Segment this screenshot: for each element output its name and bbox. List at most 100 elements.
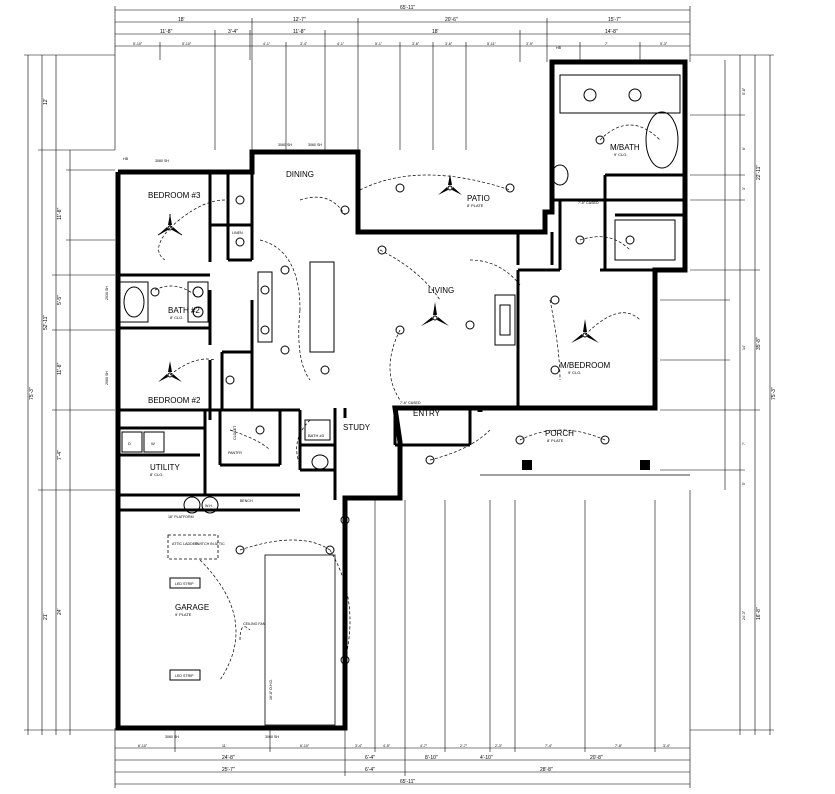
fireplace <box>494 294 516 346</box>
dim-bot-r1-11: 3'-4" <box>663 744 671 748</box>
light-icon <box>377 245 387 255</box>
label-led-strip-1: LED STRIP <box>175 582 194 586</box>
dim-top-r3-4: 18' <box>432 29 439 35</box>
label-pantry: PANTRY <box>228 451 243 455</box>
bathtub <box>119 281 149 323</box>
ceiling-fan-icon <box>571 319 599 343</box>
room-utility: UTILITY <box>150 463 180 472</box>
dim-right-r3-7: 24'-3" <box>742 610 746 620</box>
dim-top-r4-8: 3'-6" <box>445 42 453 46</box>
porch-column <box>640 460 650 470</box>
label-ceiling-fan: CEILING FAN <box>243 622 266 626</box>
dim-right-r2-1: 22'-11" <box>756 165 762 180</box>
light-icon <box>625 235 635 245</box>
label-cased-opening: 7'-6" CASED <box>400 401 421 405</box>
room-porch-sub: 8' PLATE <box>547 438 564 443</box>
dim-top-r4-7: 3'-6" <box>412 42 420 46</box>
dim-top-r3-2: 3'-4" <box>228 29 238 35</box>
light-icon <box>280 345 290 355</box>
ceiling-fan-icon <box>158 361 182 382</box>
dim-top-r2-2: 12'-7" <box>293 17 306 23</box>
exterior-walls <box>115 59 688 731</box>
light-icon <box>505 183 515 193</box>
kitchen-island <box>309 261 335 353</box>
washer-label: W <box>151 441 155 446</box>
dim-left-r3-4: 7'-4" <box>57 450 63 460</box>
light-icon <box>235 545 245 555</box>
dim-left-r2-2: 52'-11" <box>43 315 49 330</box>
dim-top-r4-3: 4'-1" <box>263 42 271 46</box>
label-window-6: 3060 SH <box>165 735 179 739</box>
dim-top-r2-3: 20'-6" <box>445 17 458 23</box>
light-icon <box>550 295 560 305</box>
wh-label: W.H. <box>205 504 213 508</box>
interior-walls <box>118 172 685 512</box>
room-bedroom2: BEDROOM #2 <box>148 396 201 405</box>
label-cased-opening-2: 7'-0" CASED <box>578 201 599 205</box>
light-icon <box>340 515 350 525</box>
dim-left-r3-2: 5'-5" <box>57 295 63 305</box>
room-utility-sub: 8' CLG. <box>150 472 163 477</box>
label-bench: BENCH <box>240 499 253 503</box>
washer <box>143 431 165 453</box>
dim-top-r4-10: 3'-9" <box>526 42 534 46</box>
dim-bot-r3-2: 6'-4" <box>365 767 375 773</box>
dim-right-r3-6: 5' <box>742 482 746 485</box>
dim-bot-r3-3: 28'-8" <box>540 767 553 773</box>
light-icon <box>550 365 560 375</box>
dim-bot-r1-5: 4'-5" <box>383 744 391 748</box>
dryer <box>121 431 143 453</box>
light-icon <box>235 237 245 247</box>
room-dining: DINING <box>286 170 314 179</box>
room-bath3: BATH #3 <box>308 433 325 438</box>
light-icon <box>425 455 435 465</box>
light-icon <box>235 195 245 205</box>
dim-bot-r1-8: 2'-3" <box>495 744 503 748</box>
dim-right-r3-2: 6' <box>742 147 746 150</box>
light-icon <box>595 135 605 145</box>
label-attic: ATTIC LADDER <box>172 542 198 546</box>
master-tub <box>645 111 679 169</box>
dim-left-r3-3: 11'-8" <box>57 362 63 375</box>
light-icon <box>150 287 160 297</box>
dim-bot-r2-1: 24'-8" <box>222 755 235 761</box>
room-patio-sub: 8' PLATE <box>467 203 484 208</box>
porch-column <box>522 460 532 470</box>
dim-bot-r2-2: 6'-4" <box>365 755 375 761</box>
dim-top-overall: 65'-11" <box>400 5 415 11</box>
label-window-1: 3060 SH <box>155 159 169 163</box>
room-labels: BEDROOM #3 DINING PATIO 8' PLATE M/BATH … <box>105 46 640 739</box>
room-bath2: BATH #2 <box>168 306 200 315</box>
dim-bot-r1-7: 2'-7" <box>460 744 468 748</box>
dim-bot-r1-4: 3'-4" <box>355 744 363 748</box>
label-linen: LINEN <box>232 231 243 235</box>
dim-right-r3-5: 7' <box>742 442 746 445</box>
label-hose-bib-2: HB <box>556 46 562 50</box>
label-closet: CLOSET <box>233 425 237 440</box>
room-living: LIVING <box>428 286 454 295</box>
label-window-4: 2030 SH <box>105 286 109 300</box>
room-garage: GARAGE <box>175 603 209 612</box>
dim-bot-r1-1: 6'-10" <box>138 744 148 748</box>
light-icon <box>395 325 405 335</box>
dim-top-r3-1: 11'-8" <box>160 29 173 35</box>
electrical-wiring <box>154 124 661 681</box>
light-icon <box>600 435 610 445</box>
room-bath2-sub: 8' CLG. <box>170 315 183 320</box>
dim-bot-r1-6: 4'-7" <box>420 744 428 748</box>
label-attic-switch: SWITCH IN ATTIC <box>195 542 225 546</box>
label-window-7: 3060 SH <box>265 735 279 739</box>
light-icon <box>515 435 525 445</box>
light-icon <box>395 183 405 193</box>
label-window-3: 3060 SH <box>308 143 322 147</box>
dim-top-r4-2: 5'-10" <box>182 42 192 46</box>
dryer-label: D <box>128 441 131 446</box>
light-icon <box>575 235 585 245</box>
light-icon <box>255 425 265 435</box>
dim-left-r2-3: 21' <box>43 613 49 620</box>
light-icon <box>225 375 235 385</box>
dim-left-overall: 75'-3" <box>29 387 35 400</box>
dim-top-r4-9: 5'-11" <box>487 42 497 46</box>
light-icon <box>340 205 350 215</box>
